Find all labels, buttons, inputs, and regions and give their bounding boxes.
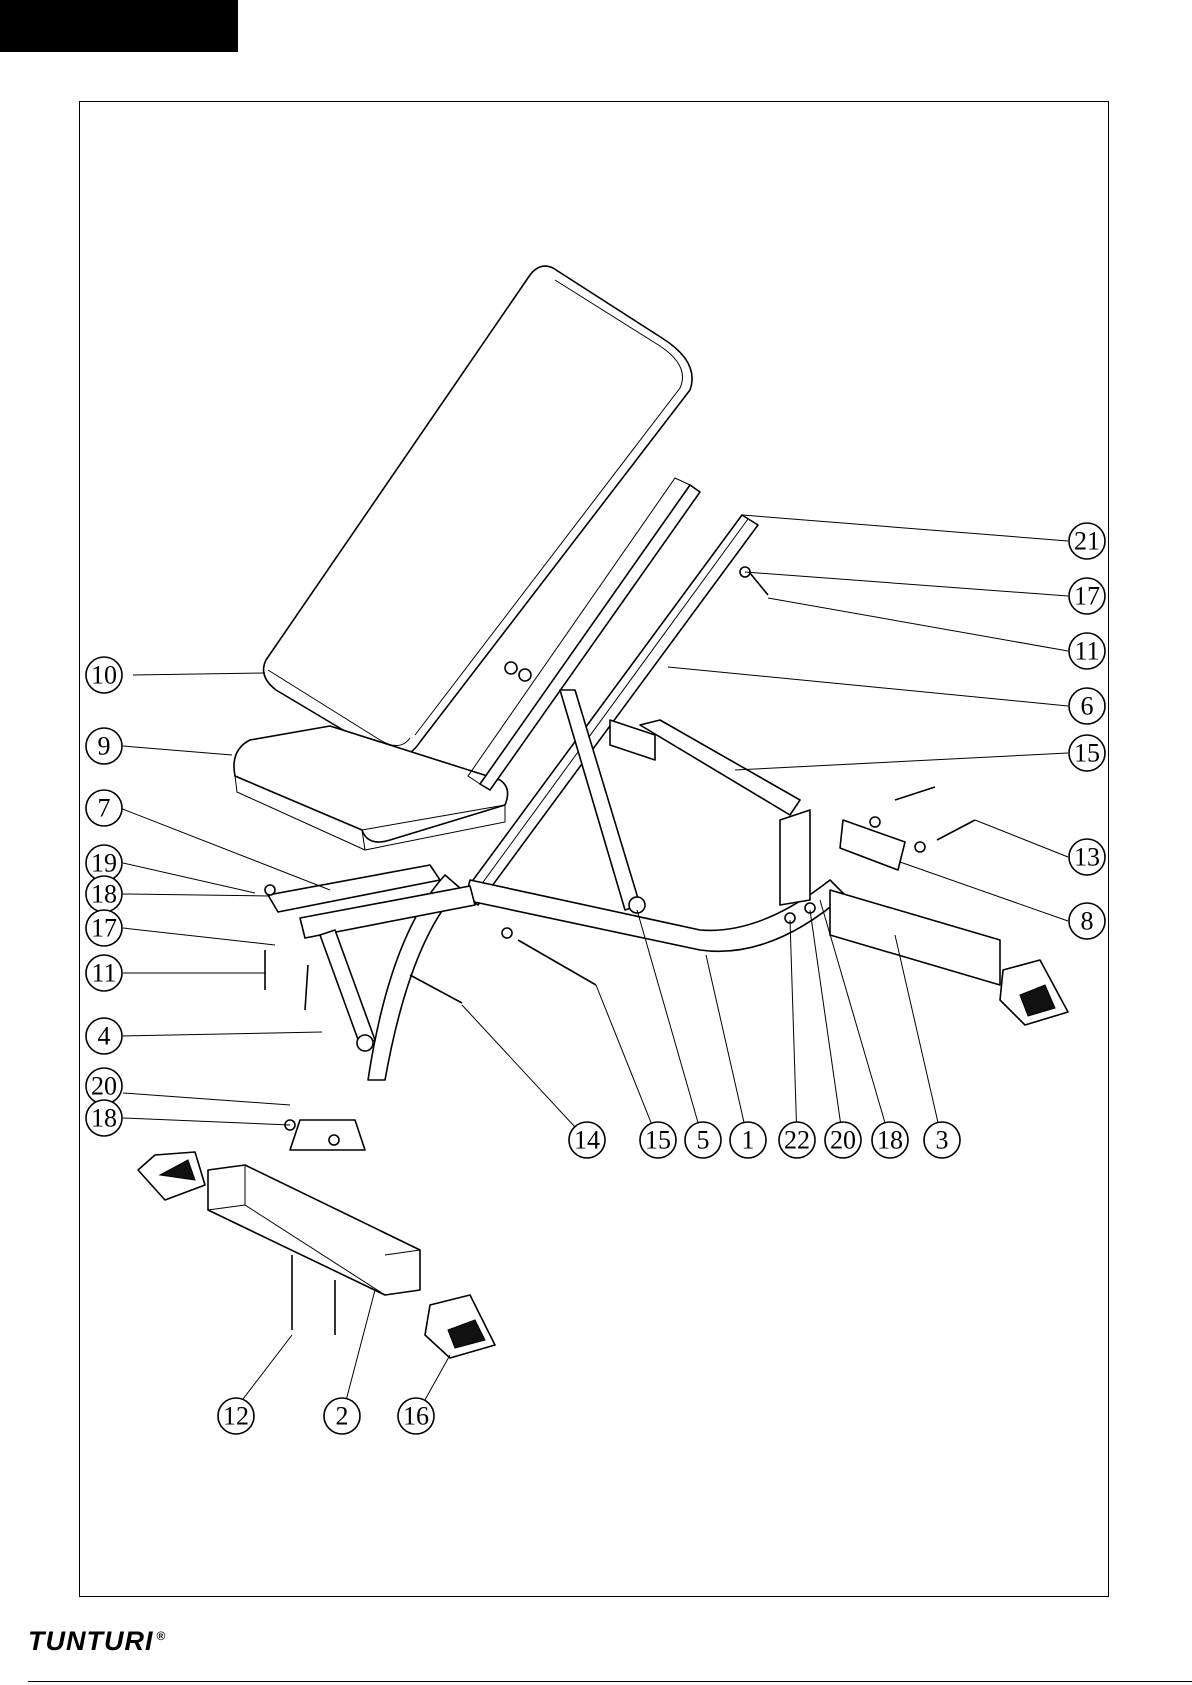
- svg-text:8: 8: [1081, 907, 1094, 936]
- callout-2: 2: [324, 1398, 360, 1434]
- registered-mark: ®: [156, 1629, 166, 1643]
- callout-17-lower: 17: [86, 910, 122, 946]
- callout-15-lower: 15: [640, 1122, 676, 1158]
- callout-18-left: 18: [86, 1100, 122, 1136]
- svg-text:20: 20: [91, 1072, 117, 1101]
- callout-6: 6: [1069, 688, 1105, 724]
- seat-frame: [268, 865, 475, 1045]
- svg-text:11: 11: [91, 959, 116, 988]
- svg-text:2: 2: [336, 1402, 349, 1431]
- plate: [840, 820, 905, 870]
- svg-text:15: 15: [1074, 739, 1100, 768]
- svg-text:21: 21: [1074, 527, 1100, 556]
- svg-text:12: 12: [223, 1402, 249, 1431]
- callout-22: 22: [779, 1122, 815, 1158]
- svg-text:10: 10: [91, 661, 117, 690]
- svg-text:14: 14: [574, 1126, 600, 1155]
- callout-9: 9: [86, 728, 122, 764]
- svg-text:17: 17: [1074, 582, 1100, 611]
- callout-8: 8: [1069, 903, 1105, 939]
- svg-text:5: 5: [697, 1126, 710, 1155]
- svg-text:20: 20: [830, 1126, 856, 1155]
- callout-20-bottom: 20: [825, 1122, 861, 1158]
- callout-11-lower: 11: [86, 955, 122, 991]
- svg-text:17: 17: [91, 914, 117, 943]
- svg-text:16: 16: [403, 1402, 429, 1431]
- svg-text:19: 19: [91, 849, 117, 878]
- svg-text:15: 15: [645, 1126, 671, 1155]
- svg-text:7: 7: [98, 794, 111, 823]
- foot-caps: [138, 960, 1068, 1358]
- callout-20-left: 20: [86, 1068, 122, 1104]
- callout-17-upper: 17: [1069, 578, 1105, 614]
- callout-7: 7: [86, 790, 122, 826]
- front-stabilizer: [208, 1165, 420, 1295]
- callout-21: 21: [1069, 523, 1105, 559]
- callout-13: 13: [1069, 839, 1105, 875]
- seat-pad: [234, 726, 508, 850]
- callout-18-bottom: 18: [872, 1122, 908, 1158]
- callout-1: 1: [730, 1122, 766, 1158]
- callout-5: 5: [685, 1122, 721, 1158]
- callout-11-upper: 11: [1069, 633, 1105, 669]
- leader-lines: [120, 515, 1068, 1416]
- callout-10: 10: [86, 657, 122, 693]
- svg-text:1: 1: [742, 1126, 755, 1155]
- svg-text:9: 9: [98, 732, 111, 761]
- callout-18-upper: 18: [86, 876, 122, 912]
- svg-text:4: 4: [98, 1022, 111, 1051]
- callout-3: 3: [924, 1122, 960, 1158]
- footer-rule: [28, 1681, 1192, 1682]
- callout-4: 4: [86, 1018, 122, 1054]
- callout-12: 12: [218, 1398, 254, 1434]
- svg-text:22: 22: [784, 1126, 810, 1155]
- brand-name: TUNTURI: [28, 1626, 153, 1656]
- callout-16: 16: [398, 1398, 434, 1434]
- svg-text:18: 18: [91, 1104, 117, 1133]
- svg-text:6: 6: [1081, 692, 1094, 721]
- callout-15-upper: 15: [1069, 735, 1105, 771]
- svg-text:18: 18: [877, 1126, 903, 1155]
- callout-14: 14: [569, 1122, 605, 1158]
- svg-text:13: 13: [1074, 843, 1100, 872]
- tunturi-logo: TUNTURI®: [28, 1626, 166, 1657]
- svg-text:18: 18: [91, 880, 117, 909]
- svg-text:11: 11: [1074, 637, 1099, 666]
- svg-text:3: 3: [936, 1126, 949, 1155]
